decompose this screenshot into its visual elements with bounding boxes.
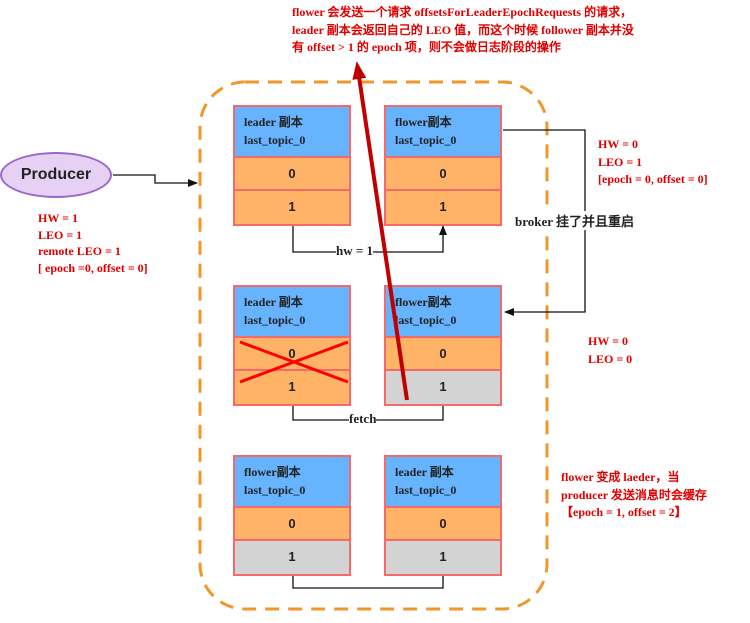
replica-header: leader 副本 last_topic_0 <box>386 457 500 508</box>
log-cell-0: 0 <box>386 338 500 371</box>
log-cell-0: 0 <box>386 508 500 541</box>
log-cell-1: 1 <box>386 191 500 224</box>
log-cell-0: 0 <box>235 508 349 541</box>
follower-state-note-2: HW = 0 LEO = 0 <box>588 334 633 366</box>
log-cell-1-empty: 1 <box>386 371 500 404</box>
follower-replica-2: flower副本 last_topic_0 0 1 <box>384 285 502 406</box>
leader-replica-2: leader 副本 last_topic_0 0 1 <box>233 285 351 406</box>
replica-header: flower副本 last_topic_0 <box>386 287 500 338</box>
leader-state-note: HW = 1 LEO = 1 remote LEO = 1 [ epoch =0… <box>38 211 148 275</box>
log-cell-0: 0 <box>386 158 500 191</box>
log-cell-0: 0 <box>235 338 349 371</box>
new-follower-replica-3: flower副本 last_topic_0 0 1 <box>233 455 351 576</box>
follower-state-note-1: HW = 0 LEO = 1 [epoch = 0, offset = 0] <box>598 137 708 186</box>
replica-header: leader 副本 last_topic_0 <box>235 107 349 158</box>
producer-node: Producer <box>0 152 112 198</box>
follower-replica-1: flower副本 last_topic_0 0 1 <box>384 105 502 226</box>
replica-header: flower副本 last_topic_0 <box>386 107 500 158</box>
log-cell-1: 1 <box>235 191 349 224</box>
log-cell-0: 0 <box>235 158 349 191</box>
hw-label: hw = 1 <box>336 243 374 259</box>
log-cell-1-empty: 1 <box>235 541 349 574</box>
new-leader-replica-3: leader 副本 last_topic_0 0 1 <box>384 455 502 576</box>
fetch-label: fetch <box>349 411 377 427</box>
leader-replica-1: leader 副本 last_topic_0 0 1 <box>233 105 351 226</box>
producer-arrow <box>113 174 198 187</box>
log-cell-1: 1 <box>235 371 349 404</box>
log-cell-1-empty: 1 <box>386 541 500 574</box>
top-note: flower 会发送一个请求 offsetsForLeaderEpochRequ… <box>292 5 634 54</box>
leader-switch-note: flower 变成 laeder，当 producer 发送消息时会缓存 【ep… <box>561 470 707 519</box>
replica-header: leader 副本 last_topic_0 <box>235 287 349 338</box>
broker-restart-label: broker 挂了并且重启 <box>515 211 635 230</box>
replica-header: flower副本 last_topic_0 <box>235 457 349 508</box>
